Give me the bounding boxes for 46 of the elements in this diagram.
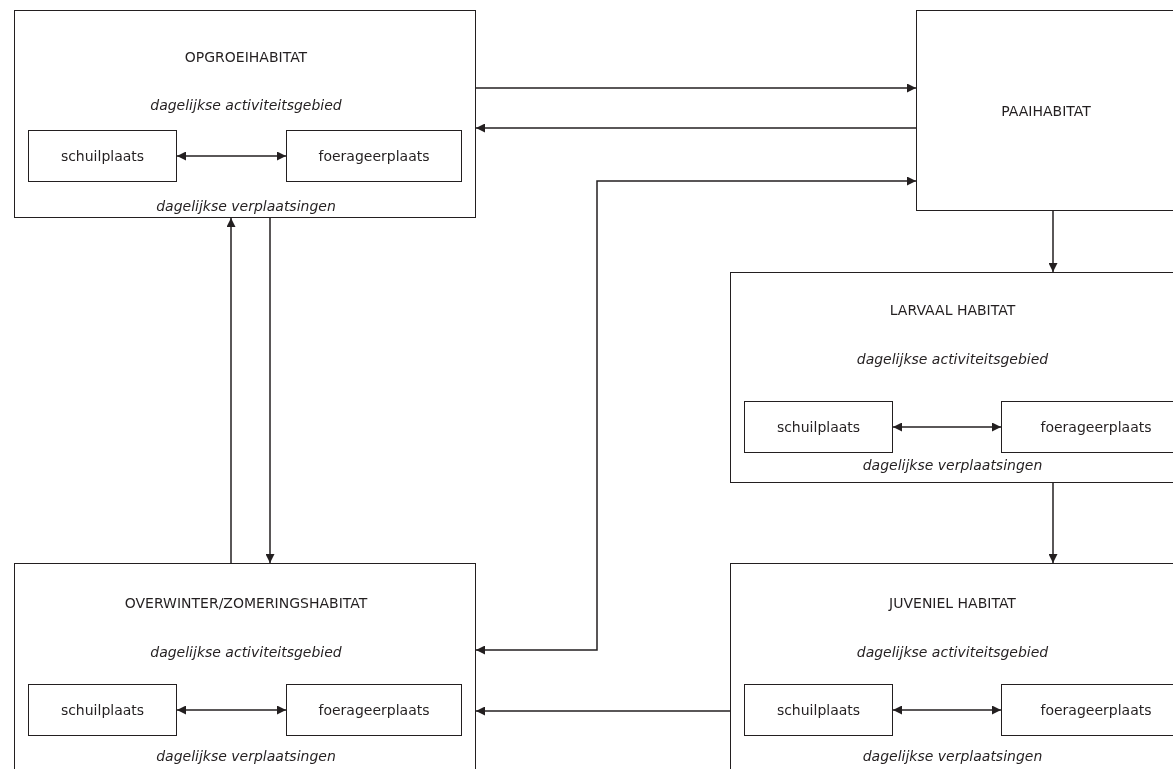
- arrow: [892, 705, 1002, 715]
- movement-label: dagelijkse verplaatsingen: [861, 457, 1044, 473]
- place-label: schuilplaats: [776, 419, 861, 435]
- place-label: schuilplaats: [60, 148, 145, 164]
- habitat-box: [916, 10, 1173, 211]
- habitat-container: [730, 563, 1173, 769]
- arrow: [475, 123, 917, 133]
- arrow: [265, 217, 275, 564]
- habitat-container: [730, 272, 1173, 483]
- arrow: [176, 151, 287, 161]
- habitat-container: [14, 563, 476, 769]
- arrow: [475, 706, 731, 716]
- arrow: [892, 422, 1002, 432]
- place-box: [28, 130, 177, 182]
- place-label: foerageerplaats: [1040, 419, 1152, 435]
- movement-label: dagelijkse verplaatsingen: [155, 198, 337, 214]
- place-box: [744, 684, 893, 736]
- arrow: [475, 83, 917, 93]
- habitat-title: LARVAAL HABITAT: [888, 302, 1017, 318]
- movement-label: dagelijkse verplaatsingen: [861, 748, 1044, 764]
- arrow: [1048, 482, 1058, 564]
- habitat-title: JUVENIEL HABITAT: [887, 595, 1017, 611]
- place-label: schuilplaats: [776, 702, 861, 718]
- place-box: [1001, 401, 1173, 453]
- place-label: foerageerplaats: [1040, 702, 1152, 718]
- area-label: dagelijkse activiteitsgebied: [149, 644, 343, 660]
- arrow: [475, 176, 917, 655]
- place-box: [744, 401, 893, 453]
- place-label: foerageerplaats: [318, 702, 430, 718]
- place-label: schuilplaats: [60, 702, 145, 718]
- place-box: [286, 130, 462, 182]
- movement-label: dagelijkse verplaatsingen: [155, 748, 337, 764]
- place-box: [1001, 684, 1173, 736]
- habitat-title: PAAIHABITAT: [1001, 102, 1091, 119]
- arrow: [176, 705, 287, 715]
- habitat-title: OPGROEIHABITAT: [183, 49, 309, 65]
- area-label: dagelijkse activiteitsgebied: [855, 351, 1050, 367]
- arrow: [1048, 210, 1058, 273]
- habitat-container: [14, 10, 476, 218]
- habitat-title: OVERWINTER/ZOMERINGSHABITAT: [123, 595, 369, 611]
- area-label: dagelijkse activiteitsgebied: [855, 644, 1050, 660]
- area-label: dagelijkse activiteitsgebied: [149, 97, 343, 113]
- place-box: [28, 684, 177, 736]
- arrow: [226, 217, 236, 564]
- place-box: [286, 684, 462, 736]
- place-label: foerageerplaats: [318, 148, 430, 164]
